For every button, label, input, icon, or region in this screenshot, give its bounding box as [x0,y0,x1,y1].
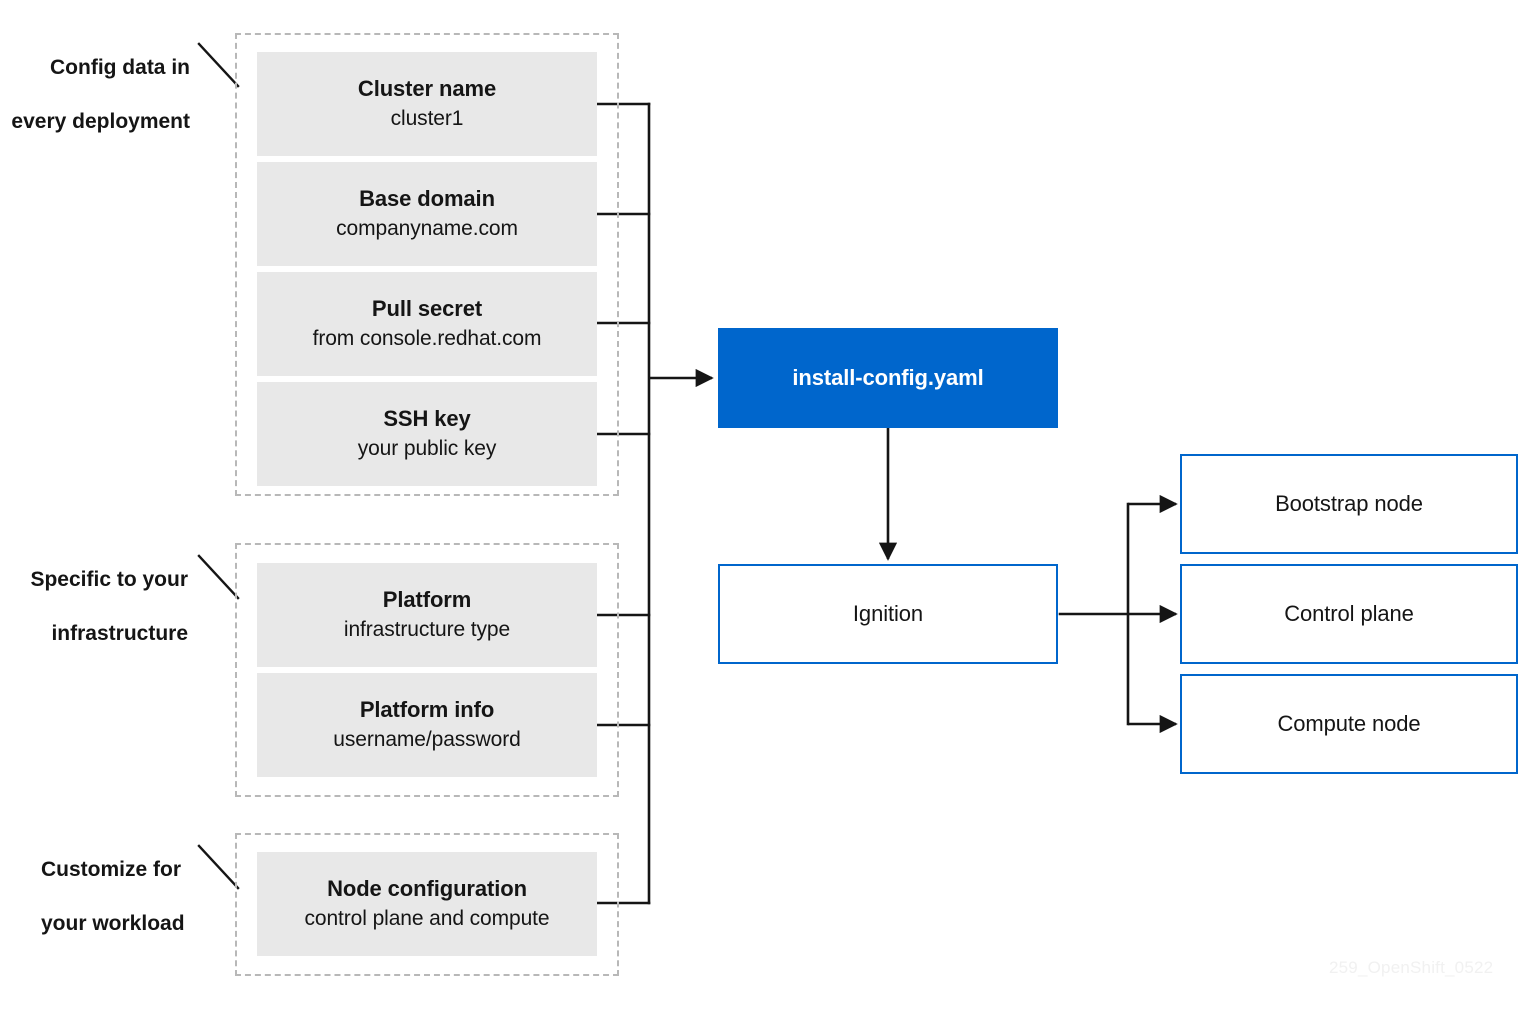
card-subtitle: username/password [333,728,521,752]
annotation-line-2: your workload [41,911,185,935]
card-subtitle: companyname.com [336,217,518,241]
card-cluster-name[interactable]: Cluster name cluster1 [257,52,597,156]
node-compute[interactable]: Compute node [1180,674,1518,774]
card-title: Pull secret [371,296,483,322]
annotation-line-2: infrastructure [51,621,188,645]
card-subtitle: cluster1 [390,107,464,131]
group-every-deployment [235,33,619,496]
watermark: 259_OpenShift_0522 [1329,958,1494,977]
card-base-domain[interactable]: Base domain companyname.com [257,162,597,266]
annotation-every-deployment: Config data in every deployment [0,28,190,162]
card-title: Platform info [359,697,495,723]
annotation-line-2: every deployment [11,109,190,133]
card-platform-info[interactable]: Platform info username/password [257,673,597,777]
annotation-line-1: Customize for [41,857,182,881]
annotation-leader-lines [197,42,240,890]
group-infrastructure [235,543,619,797]
annotation-line-1: Config data in [50,55,190,79]
card-title: SSH key [383,406,471,432]
card-title: Platform [382,587,472,613]
node-bootstrap[interactable]: Bootstrap node [1180,454,1518,554]
card-platform[interactable]: Platform infrastructure type [257,563,597,667]
card-pull-secret[interactable]: Pull secret from console.redhat.com [257,272,597,376]
annotation-workload: Customize for your workload [41,830,231,964]
group-workload [235,833,619,976]
annotation-infrastructure: Specific to your infrastructure [0,540,188,674]
card-subtitle: your public key [357,437,497,461]
card-title: Base domain [359,186,495,212]
card-node-configuration[interactable]: Node configuration control plane and com… [257,852,597,956]
node-ignition[interactable]: Ignition [718,564,1058,664]
edge-ignition-fanout-trunk [1058,502,1130,726]
card-subtitle: from console.redhat.com [312,327,542,351]
card-subtitle: control plane and compute [304,907,550,931]
node-control-plane[interactable]: Control plane [1180,564,1518,664]
card-title: Cluster name [357,76,497,102]
annotation-line-1: Specific to your [30,567,188,591]
card-title: Node configuration [327,876,527,902]
card-subtitle: infrastructure type [343,618,511,642]
card-ssh-key[interactable]: SSH key your public key [257,382,597,486]
node-install-config[interactable]: install-config.yaml [718,328,1058,428]
